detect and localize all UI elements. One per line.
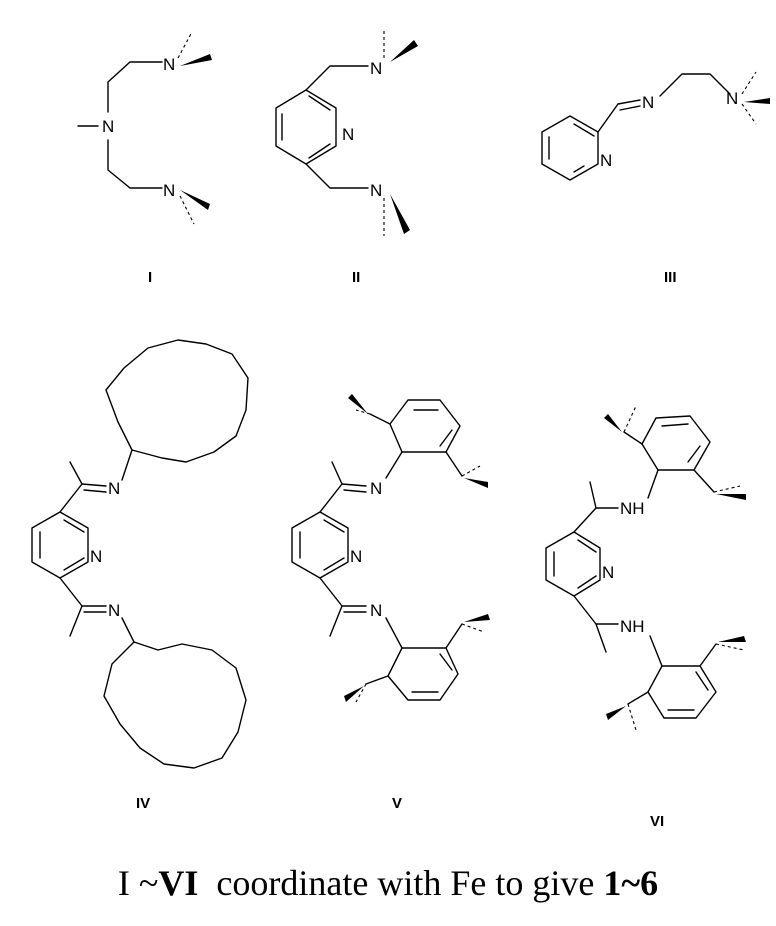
atom-N: N xyxy=(108,601,120,620)
atom-N: N xyxy=(90,547,102,566)
caption-products: 1~6 xyxy=(603,863,659,903)
atom-NH: NH xyxy=(620,617,645,636)
compound-label-VI: VI xyxy=(650,813,664,830)
compound-II-structure: N N N xyxy=(275,30,418,236)
scheme-caption: I ~VI coordinate with Fe to give 1~6 xyxy=(0,862,776,904)
atom-N: N xyxy=(642,93,654,112)
atom-N: N xyxy=(350,547,362,566)
atom-N: N xyxy=(370,181,382,200)
atom-N: N xyxy=(108,479,120,498)
compound-IV-structure: N N N xyxy=(31,339,249,769)
ligand-scheme: N N N I N N N II xyxy=(31,30,770,830)
caption-range-end: VI xyxy=(158,863,199,903)
compound-V-structure: N N N xyxy=(291,394,490,703)
caption-range-start: I xyxy=(117,863,130,903)
compound-label-II: II xyxy=(352,269,360,286)
compound-label-III: III xyxy=(664,269,677,286)
atom-N: N xyxy=(102,117,114,136)
compound-label-I: I xyxy=(148,269,152,286)
atom-N: N xyxy=(163,181,175,200)
caption-tilde: ~ xyxy=(138,863,159,903)
atom-N: N xyxy=(370,59,382,78)
atom-N: N xyxy=(163,55,175,74)
atom-NH: NH xyxy=(620,499,645,518)
atom-N: N xyxy=(370,479,382,498)
atom-N: N xyxy=(726,89,738,108)
atom-N: N xyxy=(602,563,614,582)
compound-label-IV: IV xyxy=(136,795,150,812)
atom-N: N xyxy=(342,125,354,144)
caption-text: coordinate with Fe to give xyxy=(216,863,595,903)
compound-III-structure: N N N xyxy=(541,71,770,181)
compound-VI-structure: NH N NH xyxy=(545,405,746,731)
compound-label-V: V xyxy=(392,795,402,812)
atom-N: N xyxy=(370,601,382,620)
compound-I-structure: N N N xyxy=(77,31,212,225)
atom-N: N xyxy=(600,151,612,170)
